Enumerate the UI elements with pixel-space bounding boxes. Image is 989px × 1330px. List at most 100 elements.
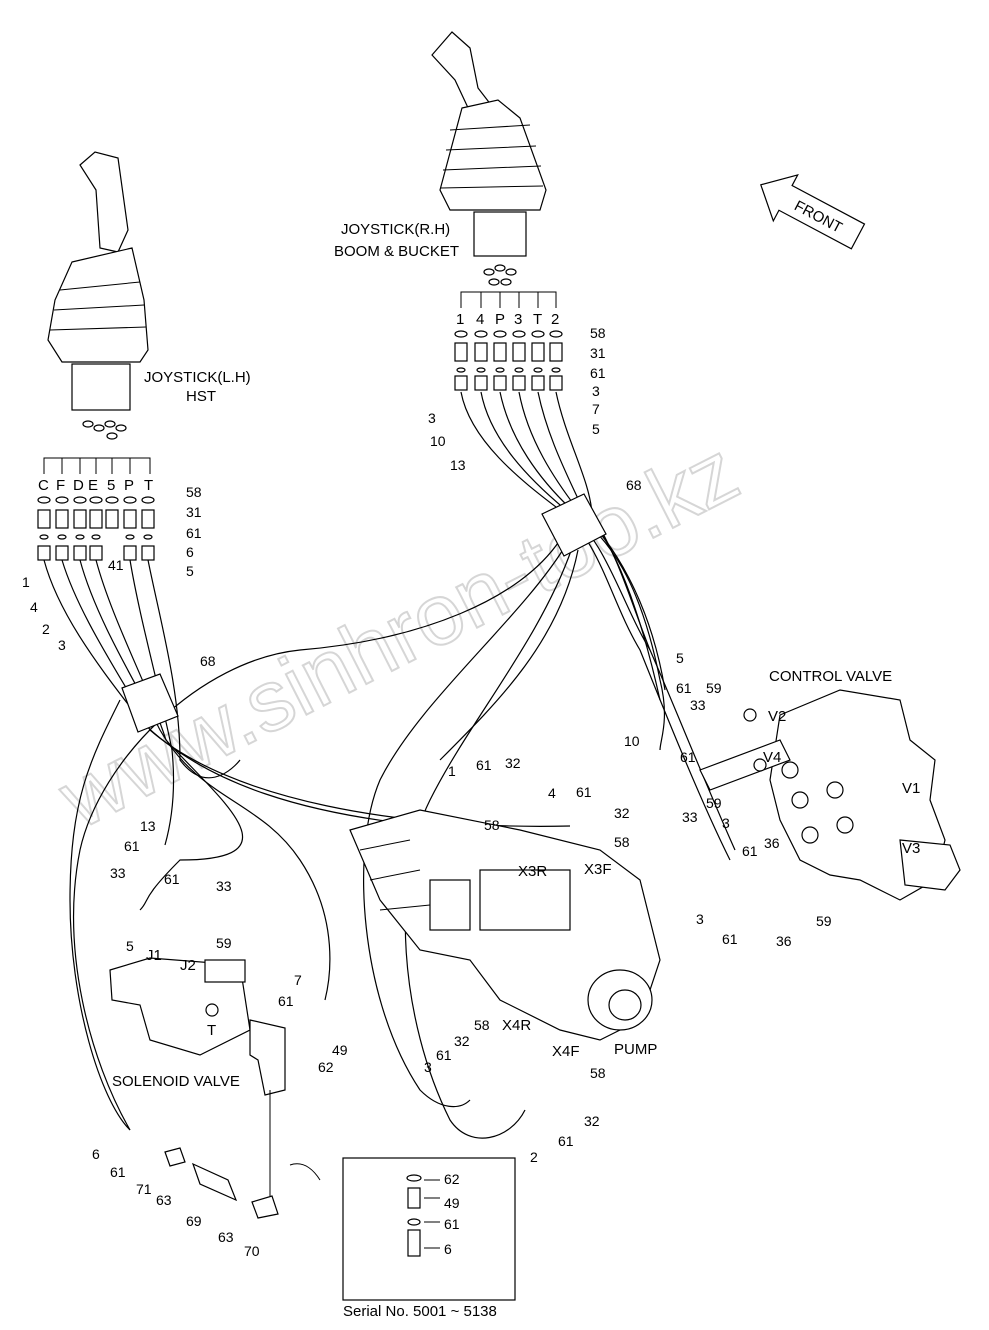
solenoid-valve: J1 J2 T SOLENOID VALVE xyxy=(109,947,286,1096)
callout: 61 xyxy=(742,843,758,859)
port-t: T xyxy=(207,1022,216,1039)
port-j1: J1 xyxy=(146,947,162,964)
inset-callout-49: 49 xyxy=(444,1195,460,1211)
callout: 3 xyxy=(428,410,436,426)
callout: 5 xyxy=(676,650,684,666)
o-ring xyxy=(82,420,94,428)
bundle-strap-68-lh xyxy=(121,673,179,733)
callout: 61 xyxy=(722,931,738,947)
callout: 49 xyxy=(332,1042,348,1058)
callout: 2 xyxy=(530,1149,538,1165)
port-x3r: X3R xyxy=(518,863,547,880)
rh-port-4: 4 xyxy=(476,311,484,328)
callout: 68 xyxy=(626,477,642,493)
callout: 58 xyxy=(484,817,500,833)
callout: 61 xyxy=(590,365,606,381)
o-ring xyxy=(500,278,512,286)
callout: 10 xyxy=(430,433,446,449)
callout: 59 xyxy=(816,913,832,929)
port-j2: J2 xyxy=(180,957,196,974)
callouts: 58 31 61 3 7 5 3 10 13 68 58 31 61 6 5 1… xyxy=(22,325,832,1259)
joystick-rh-title-1: JOYSTICK(R.H) xyxy=(341,221,450,238)
pump: X3R X3F X4R X4F PUMP xyxy=(349,809,661,1060)
callout: 5 xyxy=(186,563,194,579)
callout: 3 xyxy=(592,383,600,399)
o-ring xyxy=(104,420,116,428)
bundle-strap-68-rh xyxy=(541,493,607,557)
joystick-lh: JOYSTICK(L.H) HST C F D E 5 P T xyxy=(37,151,251,561)
callout: 1 xyxy=(448,763,456,779)
lh-port-d: D xyxy=(73,477,84,494)
callout: 13 xyxy=(450,457,466,473)
callout: 61 xyxy=(124,838,140,854)
joystick-lh-title-1: JOYSTICK(L.H) xyxy=(144,369,251,386)
callout: 4 xyxy=(548,785,556,801)
callout: 61 xyxy=(476,757,492,773)
serial-label: Serial No. 5001 ~ 5138 xyxy=(343,1303,497,1320)
o-ring xyxy=(483,268,495,276)
joystick-rh: JOYSTICK(R.H) BOOM & BUCKET 1 4 P 3 T 2 xyxy=(334,31,563,391)
callout: 58 xyxy=(474,1017,490,1033)
callout: 31 xyxy=(590,345,606,361)
port-v1: V1 xyxy=(902,780,920,797)
callout: 69 xyxy=(186,1213,202,1229)
callout: 32 xyxy=(614,805,630,821)
rh-port-1: 1 xyxy=(456,311,464,328)
callout: 62 xyxy=(318,1059,334,1075)
lh-port-t: T xyxy=(144,477,153,494)
port-x4f: X4F xyxy=(552,1043,580,1060)
port-x4r: X4R xyxy=(502,1017,531,1034)
joystick-rh-handle xyxy=(431,31,497,113)
hose-bundles xyxy=(43,391,736,1139)
rh-port-p: P xyxy=(495,311,505,328)
o-ring xyxy=(488,278,500,286)
port-x3f: X3F xyxy=(584,861,612,878)
callout: 59 xyxy=(706,680,722,696)
callout: 61 xyxy=(576,784,592,800)
front-arrow-shape xyxy=(760,174,866,250)
port-v4: V4 xyxy=(763,749,781,766)
callout: 59 xyxy=(706,795,722,811)
callout: 58 xyxy=(614,834,630,850)
joystick-lh-title-2: HST xyxy=(186,388,216,405)
callout: 2 xyxy=(42,621,50,637)
solenoid-valve-label: SOLENOID VALVE xyxy=(112,1073,240,1090)
o-ring xyxy=(494,264,506,272)
callout: 59 xyxy=(216,935,232,951)
pump-label: PUMP xyxy=(614,1041,657,1058)
callout: 61 xyxy=(680,749,696,765)
callout: 32 xyxy=(505,755,521,771)
joystick-lh-base xyxy=(71,363,131,411)
callout: 1 xyxy=(22,574,30,590)
joystick-rh-base xyxy=(473,211,527,257)
callout: 33 xyxy=(216,878,232,894)
joystick-lh-port-bracket xyxy=(43,457,151,474)
joystick-rh-port-bracket xyxy=(460,291,557,308)
control-valve: CONTROL VALVE V2 V4 V1 V3 xyxy=(699,668,961,901)
callout: 5 xyxy=(592,421,600,437)
callout: 4 xyxy=(30,599,38,615)
inset-callout-61: 61 xyxy=(444,1216,460,1232)
callout: 13 xyxy=(140,818,156,834)
callout: 61 xyxy=(164,871,180,887)
joystick-rh-boot-ribs xyxy=(440,124,544,189)
callout: 41 xyxy=(108,557,124,573)
callout: 61 xyxy=(186,525,202,541)
callout: 3 xyxy=(696,911,704,927)
callout: 32 xyxy=(454,1033,470,1049)
lh-port-f: F xyxy=(56,477,65,494)
callout: 63 xyxy=(156,1192,172,1208)
callout: 63 xyxy=(218,1229,234,1245)
callout: 61 xyxy=(676,680,692,696)
inset-callout-6: 6 xyxy=(444,1241,452,1257)
callout: 33 xyxy=(110,865,126,881)
callout: 31 xyxy=(186,504,202,520)
callout: 33 xyxy=(682,809,698,825)
callout: 3 xyxy=(424,1059,432,1075)
port-v3: V3 xyxy=(902,840,920,857)
port-v2: V2 xyxy=(768,708,786,725)
joystick-lh-boot xyxy=(47,247,149,363)
callout: 6 xyxy=(186,544,194,560)
lh-port-e: E xyxy=(88,477,98,494)
